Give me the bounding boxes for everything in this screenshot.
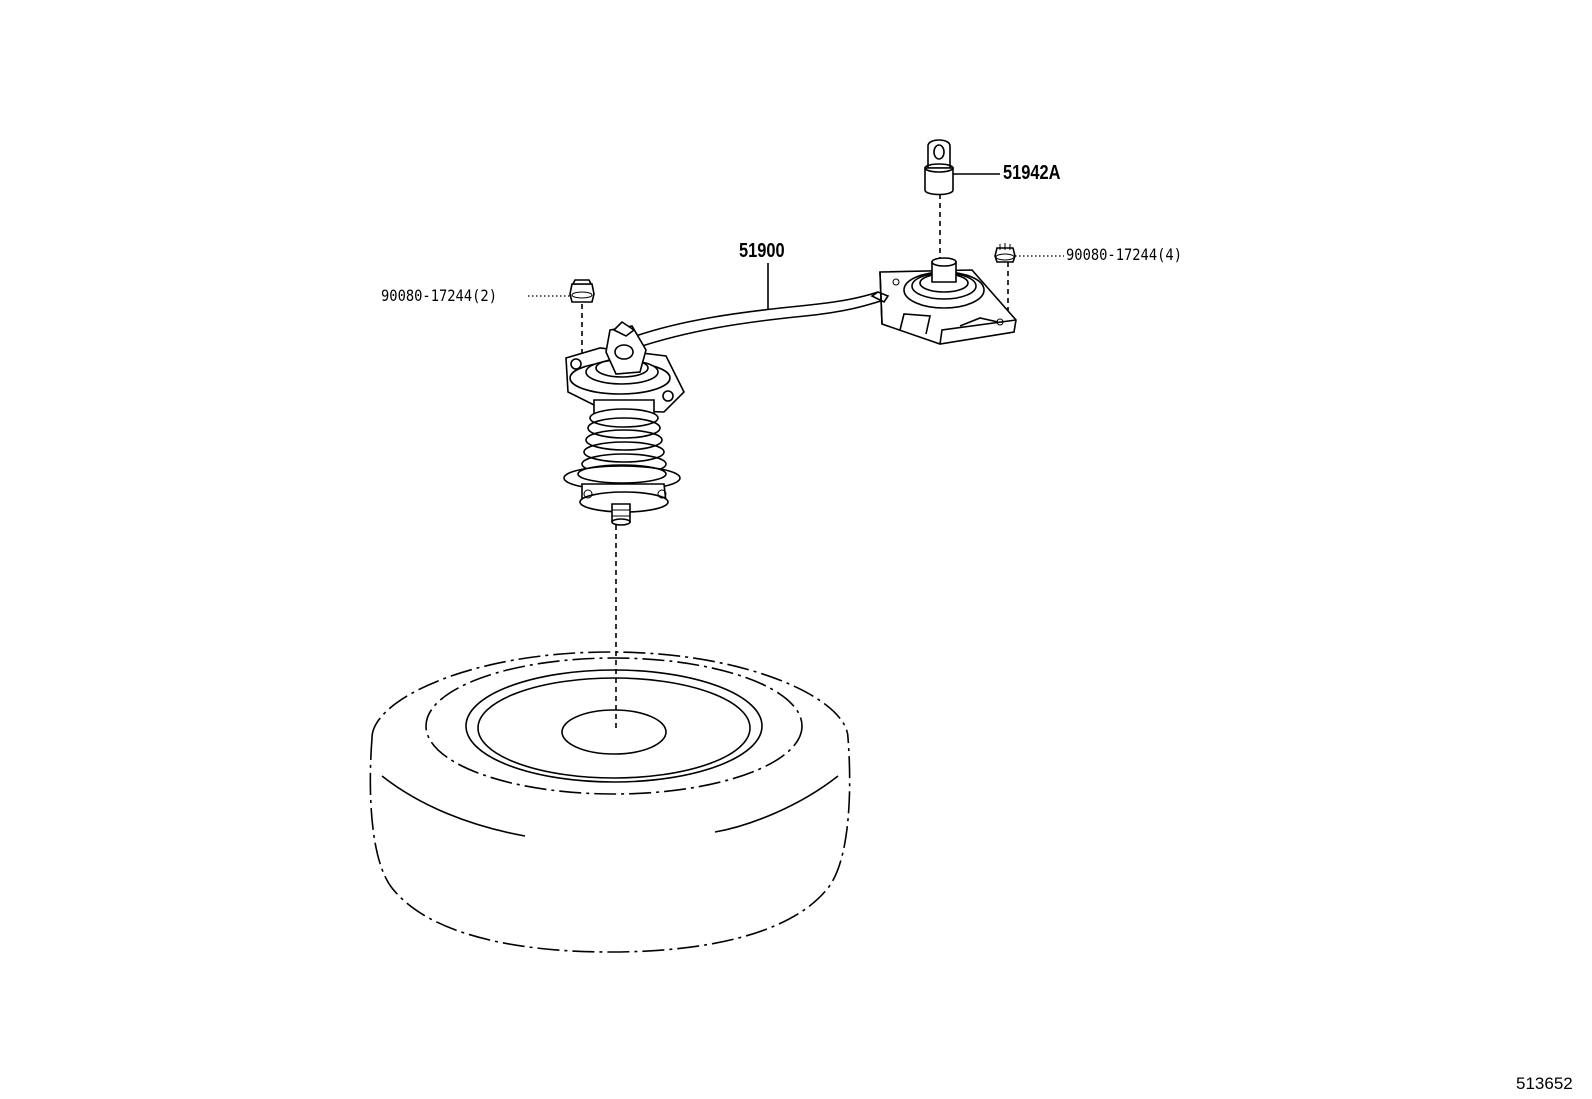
carrier-cable	[629, 291, 885, 349]
bolt-left	[569, 279, 595, 303]
callout-bolt-right: 90080-17244(4)	[1066, 245, 1182, 264]
carrier-lift-assembly	[563, 320, 685, 526]
winch-bracket	[870, 257, 1017, 345]
bolt-right	[994, 243, 1016, 263]
callout-bolt-left: 90080-17244(2)	[381, 286, 497, 305]
leader-lines	[528, 173, 1064, 310]
spare-tire	[369, 651, 851, 953]
callout-51900: 51900	[739, 240, 785, 262]
illustration-id: 513652	[1516, 1074, 1573, 1093]
alignment-lines	[581, 194, 1009, 730]
callout-51942a: 51942A	[1003, 162, 1061, 184]
hanger-part	[924, 139, 954, 196]
